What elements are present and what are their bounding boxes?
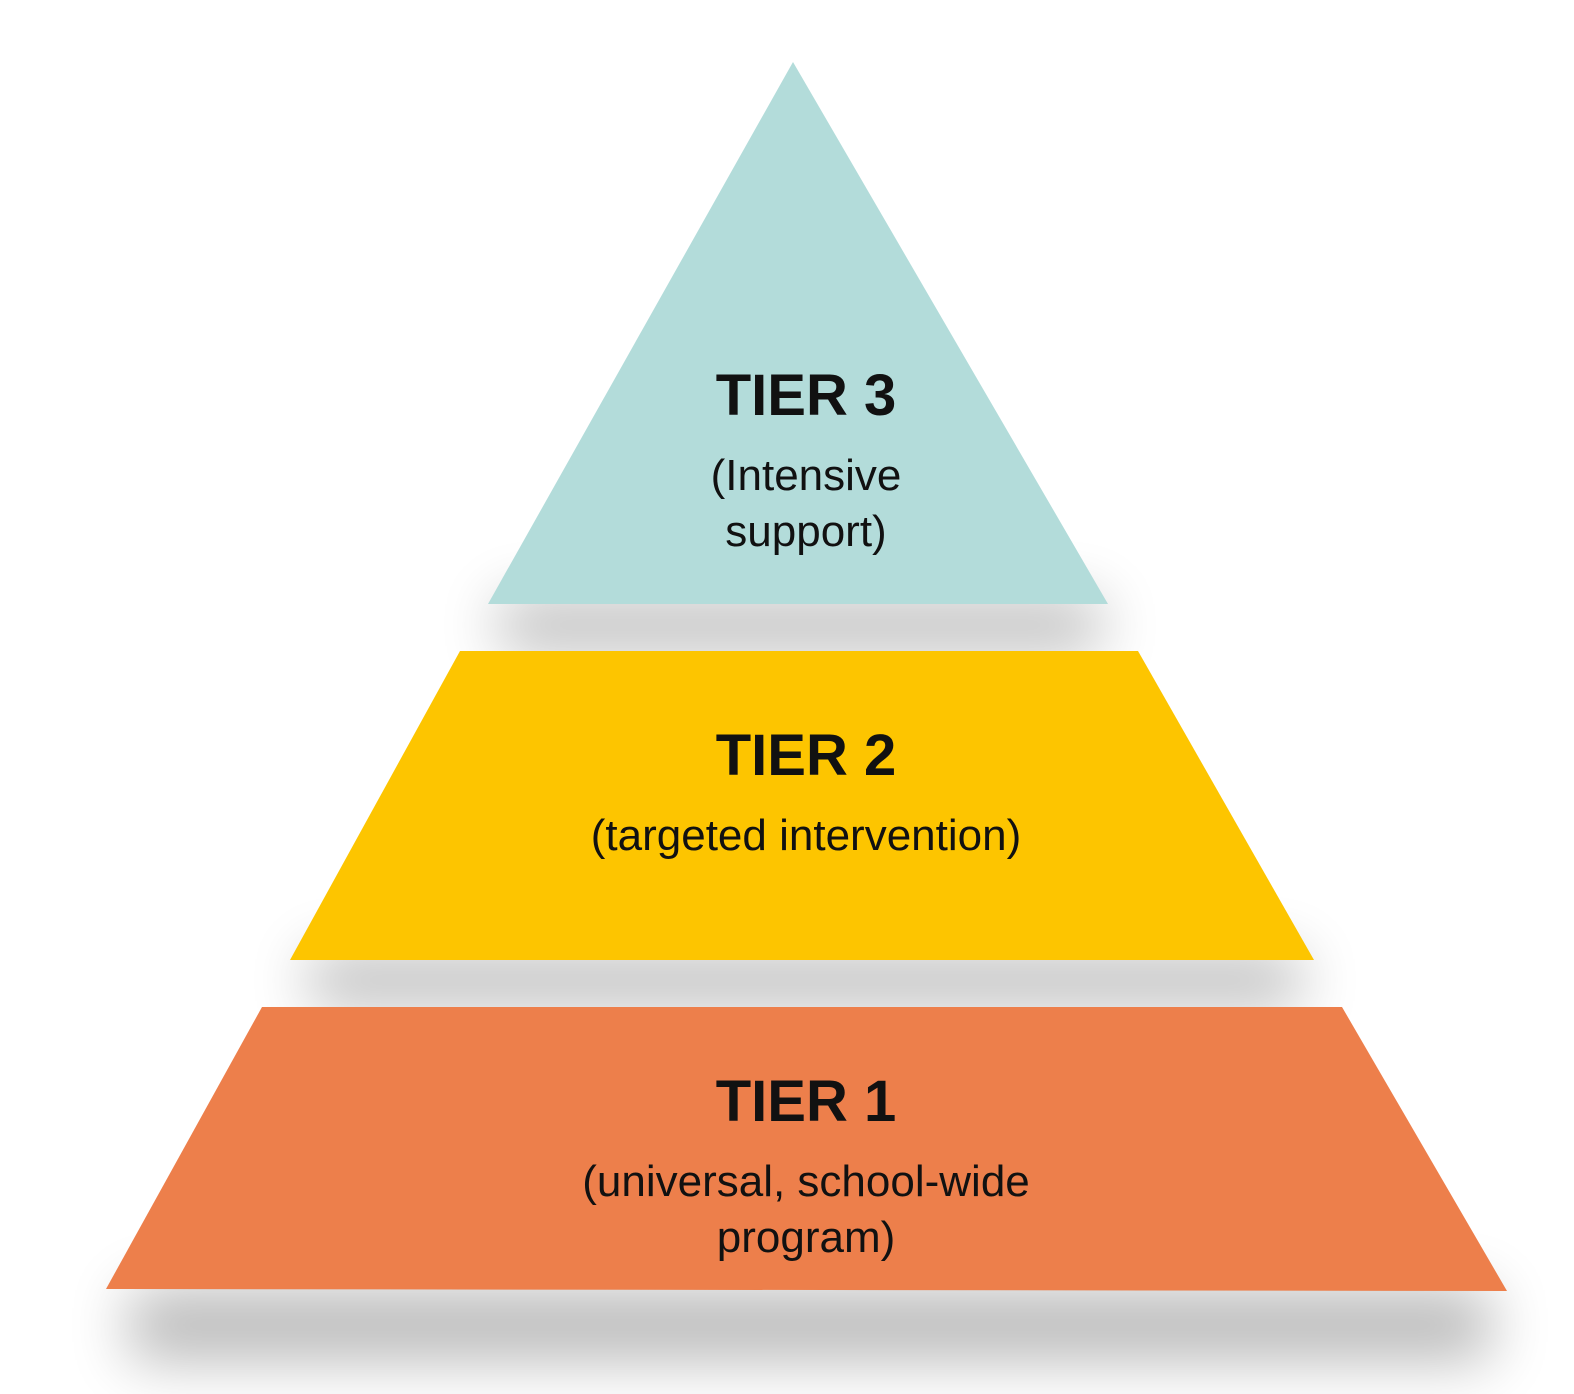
tier-1-title: TIER 1 <box>715 1069 897 1134</box>
tier-2-label: TIER 2 (targeted intervention) <box>591 724 1021 864</box>
tier-1-label: TIER 1 (universal, school-wide program) <box>582 1070 1030 1266</box>
tier-3-label: TIER 3 (Intensive support) <box>711 364 902 560</box>
tier-3-subtitle-line-1: (Intensive <box>710 451 902 500</box>
tier-3-shape <box>488 62 1108 604</box>
tier-1-subtitle-line-1: (universal, school-wide <box>582 1157 1030 1206</box>
tier-2-shape <box>290 651 1314 960</box>
tier-1-shape <box>106 1007 1507 1291</box>
tier-2-subtitle-line-1: (targeted intervention) <box>590 811 1022 860</box>
tier-3-subtitle-line-2: support) <box>725 507 887 556</box>
tier-2-title: TIER 2 <box>715 723 897 788</box>
tier-1-subtitle-line-2: program) <box>716 1213 896 1262</box>
tier-3-title: TIER 3 <box>715 363 897 428</box>
shadows <box>130 600 1490 1360</box>
